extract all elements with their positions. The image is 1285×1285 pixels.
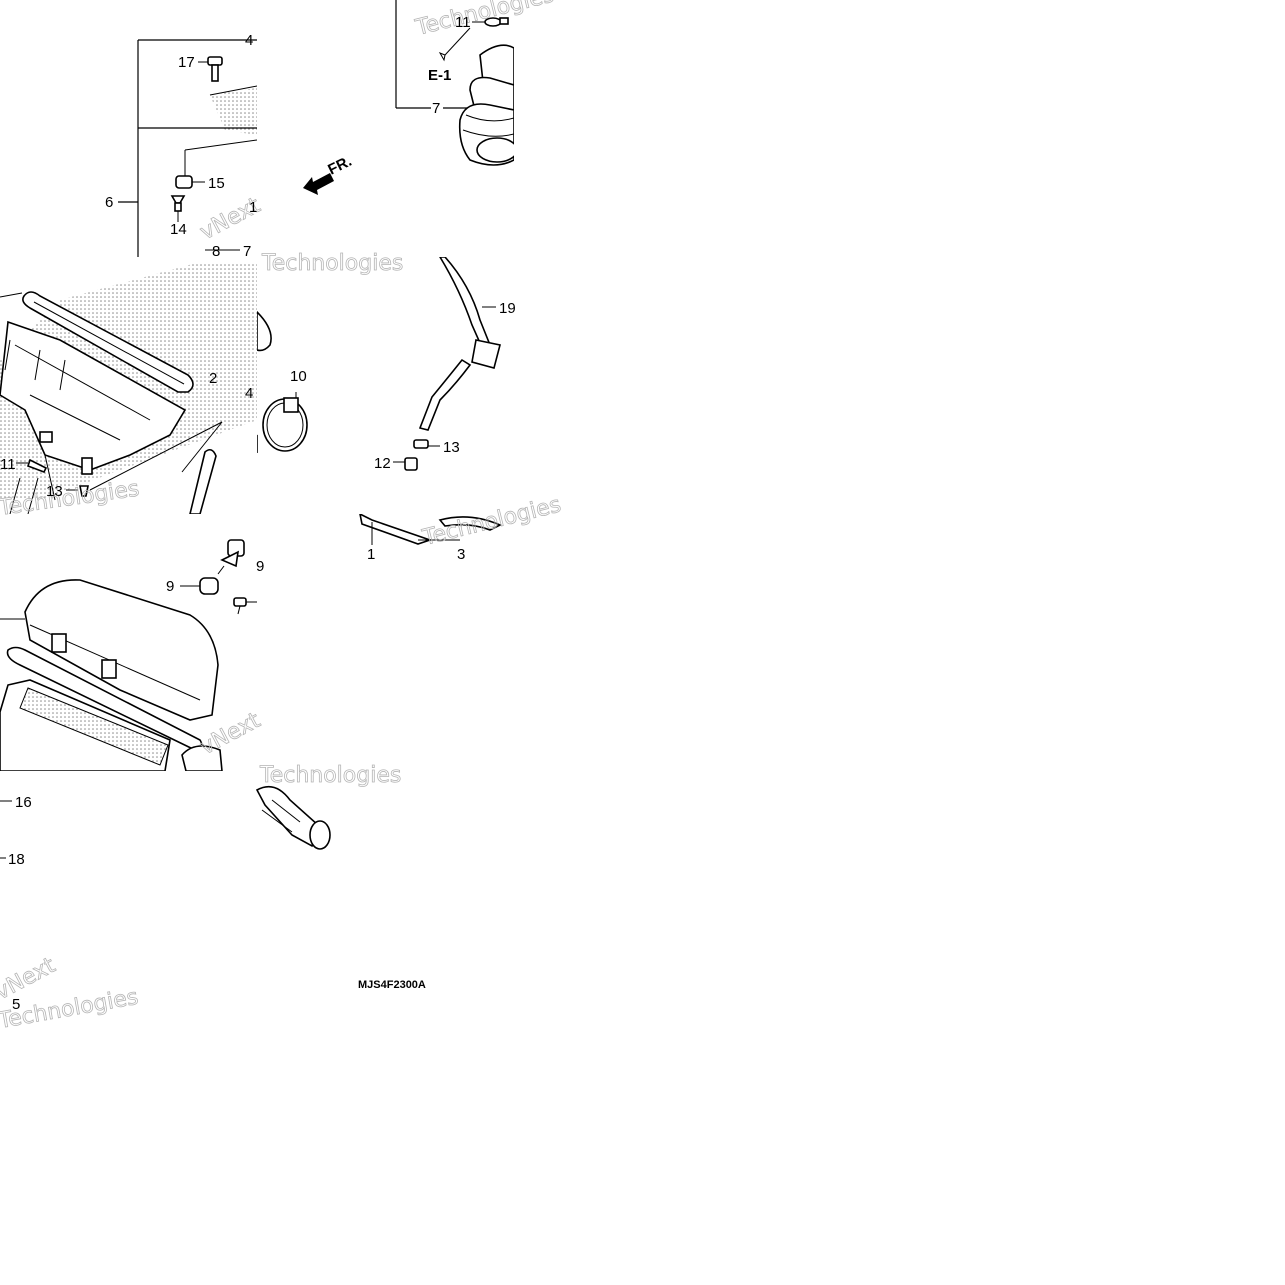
- air-box-case-icon: [0, 320, 187, 501]
- callout-3: 3: [457, 546, 465, 563]
- callout-9: 9: [256, 558, 264, 575]
- intake-hose-lower-icon: [255, 785, 331, 850]
- callout-12: 12: [374, 455, 391, 472]
- tile-top-right: [303, 0, 514, 195]
- rubber-grommet-icon: [180, 577, 219, 595]
- callout-4: 4: [245, 385, 253, 402]
- callout-1: 1: [249, 199, 257, 216]
- tile-top-left: [118, 39, 257, 257]
- collar-icon: [170, 195, 186, 212]
- sensor-icon: [217, 539, 245, 575]
- callout-6: 6: [105, 194, 113, 211]
- watermark: Technologies: [261, 251, 403, 276]
- callout-7: 7: [243, 243, 251, 260]
- callout-18: 18: [8, 851, 25, 868]
- callout-17: 17: [178, 54, 195, 71]
- callout-4: 4: [245, 32, 253, 49]
- intake-duct-icon: [458, 44, 514, 166]
- callout-8: 8: [212, 243, 220, 260]
- tile-bottom-left: [0, 539, 257, 771]
- callout-13: 13: [46, 483, 63, 500]
- breather-hose-icon: [418, 257, 501, 431]
- tile-middle-left: [0, 262, 257, 514]
- watermark: Technologies: [259, 763, 401, 788]
- gasket-icon: [22, 291, 194, 393]
- front-direction-arrow-icon: [303, 173, 334, 195]
- callout-2: 2: [209, 370, 217, 387]
- air-cleaner-cover-icon: [24, 579, 219, 721]
- watermark: Technologies: [419, 492, 563, 551]
- clip-icon: [413, 439, 440, 449]
- screw-icon: [233, 597, 257, 615]
- callout-1: 1: [367, 546, 375, 563]
- callout-15: 15: [208, 175, 225, 192]
- callout-14: 14: [170, 221, 187, 238]
- callout-10: 10: [290, 368, 307, 385]
- hose-clamp-icon: [484, 17, 509, 27]
- drain-tube-icon: [189, 448, 217, 514]
- plug-icon: [393, 457, 418, 471]
- tile-bottom-right: [359, 514, 502, 545]
- watermark: Technologies: [412, 0, 556, 41]
- watermark-prefix: vNext: [0, 953, 60, 1005]
- callout-5: 5: [12, 996, 20, 1013]
- tile-middle-right: [257, 257, 501, 471]
- grommet-icon: [175, 175, 205, 189]
- air-filter-element-icon: [0, 679, 171, 771]
- callout-19: 19: [499, 300, 516, 317]
- callout-7: 7: [432, 100, 440, 117]
- callout-13: 13: [443, 439, 460, 456]
- callout-11: 11: [455, 14, 471, 31]
- callout-11: 11: [0, 456, 16, 473]
- callout-16: 16: [15, 794, 32, 811]
- callout-9: 9: [166, 578, 174, 595]
- bolt-icon: [207, 56, 223, 82]
- band-clamp-icon: [262, 392, 308, 452]
- diagram-code: MJS4F2300A: [358, 979, 426, 991]
- section-reference: E-1: [428, 67, 451, 84]
